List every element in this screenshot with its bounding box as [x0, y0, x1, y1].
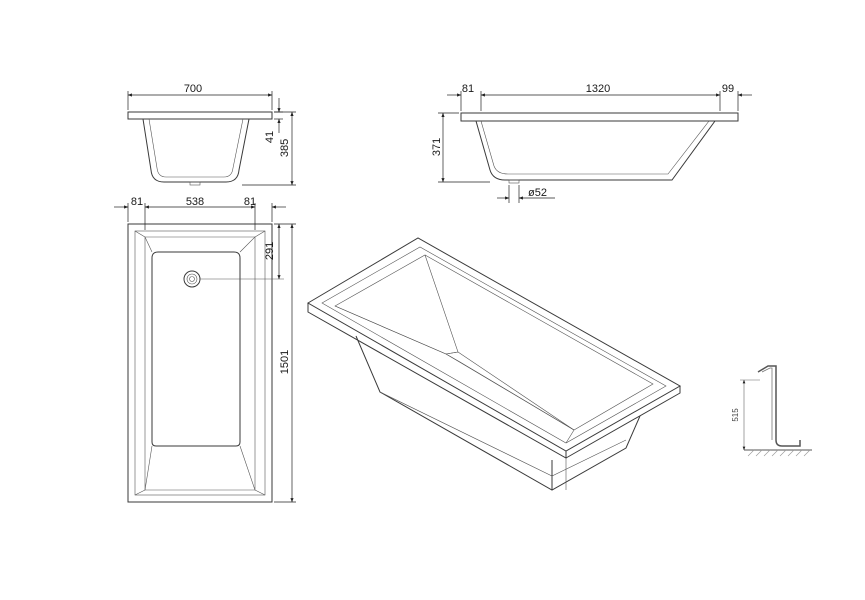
front-rim-height-label: 41	[264, 131, 276, 143]
front-depth-label: 385	[279, 139, 291, 157]
inset-caption-line-3: RECOMENDADA	[718, 499, 800, 510]
isometric-view	[307, 237, 682, 491]
plan-inner-width-label: 538	[186, 196, 204, 208]
plan-drain-offset-label: 291	[264, 242, 276, 260]
front-view: 700 41 385	[127, 83, 296, 186]
front-width-label: 700	[184, 83, 202, 95]
inset-caption-line-4: PELA SANINDUSA	[718, 510, 809, 521]
side-view: 81 1320 99 371 ø52	[431, 83, 752, 203]
inset-caption-line-2: APLICAÇÃO	[718, 488, 778, 499]
side-drain-label: ø52	[528, 187, 547, 199]
plan-view: 81 538 81 291 1501	[114, 196, 296, 503]
plan-right-rim-label: 81	[244, 196, 256, 208]
inset-detail: 515	[722, 358, 815, 473]
plan-total-length-label: 1501	[279, 350, 291, 374]
side-right-rim-label: 99	[722, 83, 734, 95]
inset-caption: MEDIDA DE APLICAÇÃO RECOMENDADA PELA SAN…	[718, 477, 822, 521]
side-length-label: 1320	[586, 83, 610, 95]
side-depth-label: 371	[431, 138, 443, 156]
side-left-rim-label: 81	[462, 83, 474, 95]
inset-height-label: 515	[731, 408, 740, 422]
plan-left-rim-label: 81	[131, 196, 143, 208]
inset-caption-line-1: MEDIDA DE	[718, 477, 776, 488]
